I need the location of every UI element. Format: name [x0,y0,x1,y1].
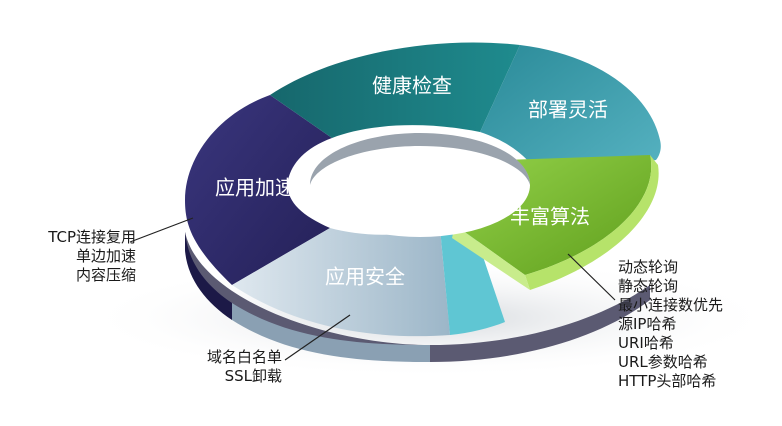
ring-side-wall-security [232,303,430,362]
callout-accel: TCP连接复用 单边加速 内容压缩 [20,228,136,285]
callout-algorithms-item: HTTP头部哈希 [618,372,717,390]
leader-line-accel [129,217,194,243]
segment-flexible-deploy[interactable] [480,45,661,178]
label-rich-algorithms: 丰富算法 [510,204,590,229]
ring-center-hole [310,133,530,237]
ring-inner-wall [310,133,530,185]
callout-algorithms: 动态轮询 静态轮询 最小连接数优先 源IP哈希 URI哈希 URL参数哈希 HT… [618,258,723,391]
leader-line-algorithms [567,253,616,301]
callout-accel-item: TCP连接复用 [48,228,136,246]
ring-side-wall-left [185,232,232,320]
callout-algorithms-item: 静态轮询 [618,277,679,295]
segment-rich-algorithms-side [525,155,659,290]
callout-algorithms-item: 源IP哈希 [618,315,677,333]
label-app-accel: 应用加速 [215,175,295,200]
callout-algorithms-item: URI哈希 [618,334,674,352]
label-health-check: 健康检查 [372,73,452,98]
segment-rich-algorithms-face [452,225,530,290]
segment-app-accel[interactable] [185,95,332,285]
callout-accel-item: 内容压缩 [75,266,136,284]
callout-accel-item: 单边加速 [75,247,136,265]
segment-health-check[interactable] [270,42,520,138]
callout-security: 域名白名单 SSL卸载 [170,348,282,386]
segment-cyan-sliver [440,218,505,335]
segment-app-security[interactable] [232,228,450,337]
callout-algorithms-item: 最小连接数优先 [618,296,724,314]
leader-line-security [284,314,351,361]
ring-side-wall [185,232,650,362]
label-flexible-deploy: 部署灵活 [528,97,608,122]
callout-security-item: 域名白名单 [206,348,282,366]
callout-algorithms-item: URL参数哈希 [618,353,708,371]
callout-security-item: SSL卸载 [224,367,282,385]
callout-algorithms-item: 动态轮询 [618,258,679,276]
label-app-security: 应用安全 [325,264,405,289]
